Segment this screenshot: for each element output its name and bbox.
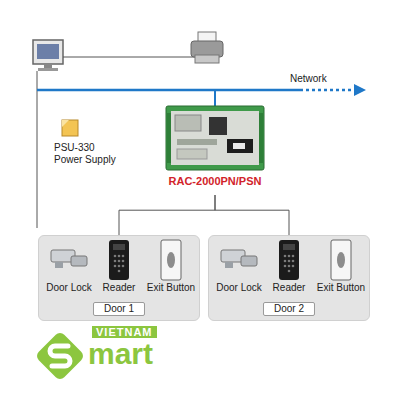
computer-icon: [33, 40, 63, 71]
door-panel: Door 1 Door Lock Reader Exit Button: [38, 235, 200, 321]
logo-mark: [30, 326, 90, 386]
exit-button: Exit Button: [311, 240, 371, 296]
logo-text: VIETNAM: [92, 326, 157, 338]
door-lock-label: Door Lock: [211, 282, 267, 294]
power-supply-icon: [60, 118, 80, 138]
door-lock: Door Lock: [41, 240, 97, 296]
power-supply-label: PSU-330 Power Supply: [54, 142, 120, 166]
logo-text: mart: [88, 338, 153, 370]
card-reader: Reader: [95, 240, 143, 296]
door-lock-icon: [217, 242, 261, 278]
connector: [215, 195, 289, 235]
connector: [119, 195, 215, 235]
exit-button-label: Exit Button: [311, 282, 371, 294]
exit-button-icon: [160, 239, 182, 281]
door-panel-label: Door 1: [93, 302, 145, 316]
controller-board: RAC-2000PN/PSN: [147, 103, 283, 195]
card-reader-label: Reader: [95, 282, 143, 294]
printer-icon: [191, 32, 223, 63]
door-lock-icon: [47, 242, 91, 278]
controller-board-icon: [165, 105, 265, 171]
card-reader-icon: [108, 239, 130, 281]
network-label: Network: [290, 73, 327, 84]
door-panel-label: Door 2: [263, 302, 315, 316]
card-reader: Reader: [265, 240, 313, 296]
card-reader-label: Reader: [265, 282, 313, 294]
door-lock: Door Lock: [211, 240, 267, 296]
exit-button-icon: [330, 239, 352, 281]
controller-board-label: RAC-2000PN/PSN: [147, 175, 283, 187]
exit-button: Exit Button: [141, 240, 201, 296]
exit-button-label: Exit Button: [141, 282, 201, 294]
door-lock-label: Door Lock: [41, 282, 97, 294]
door-panel: Door 2 Door Lock Reader Exit Button: [208, 235, 370, 321]
power-supply: PSU-330 Power Supply: [50, 118, 120, 174]
card-reader-icon: [278, 239, 300, 281]
